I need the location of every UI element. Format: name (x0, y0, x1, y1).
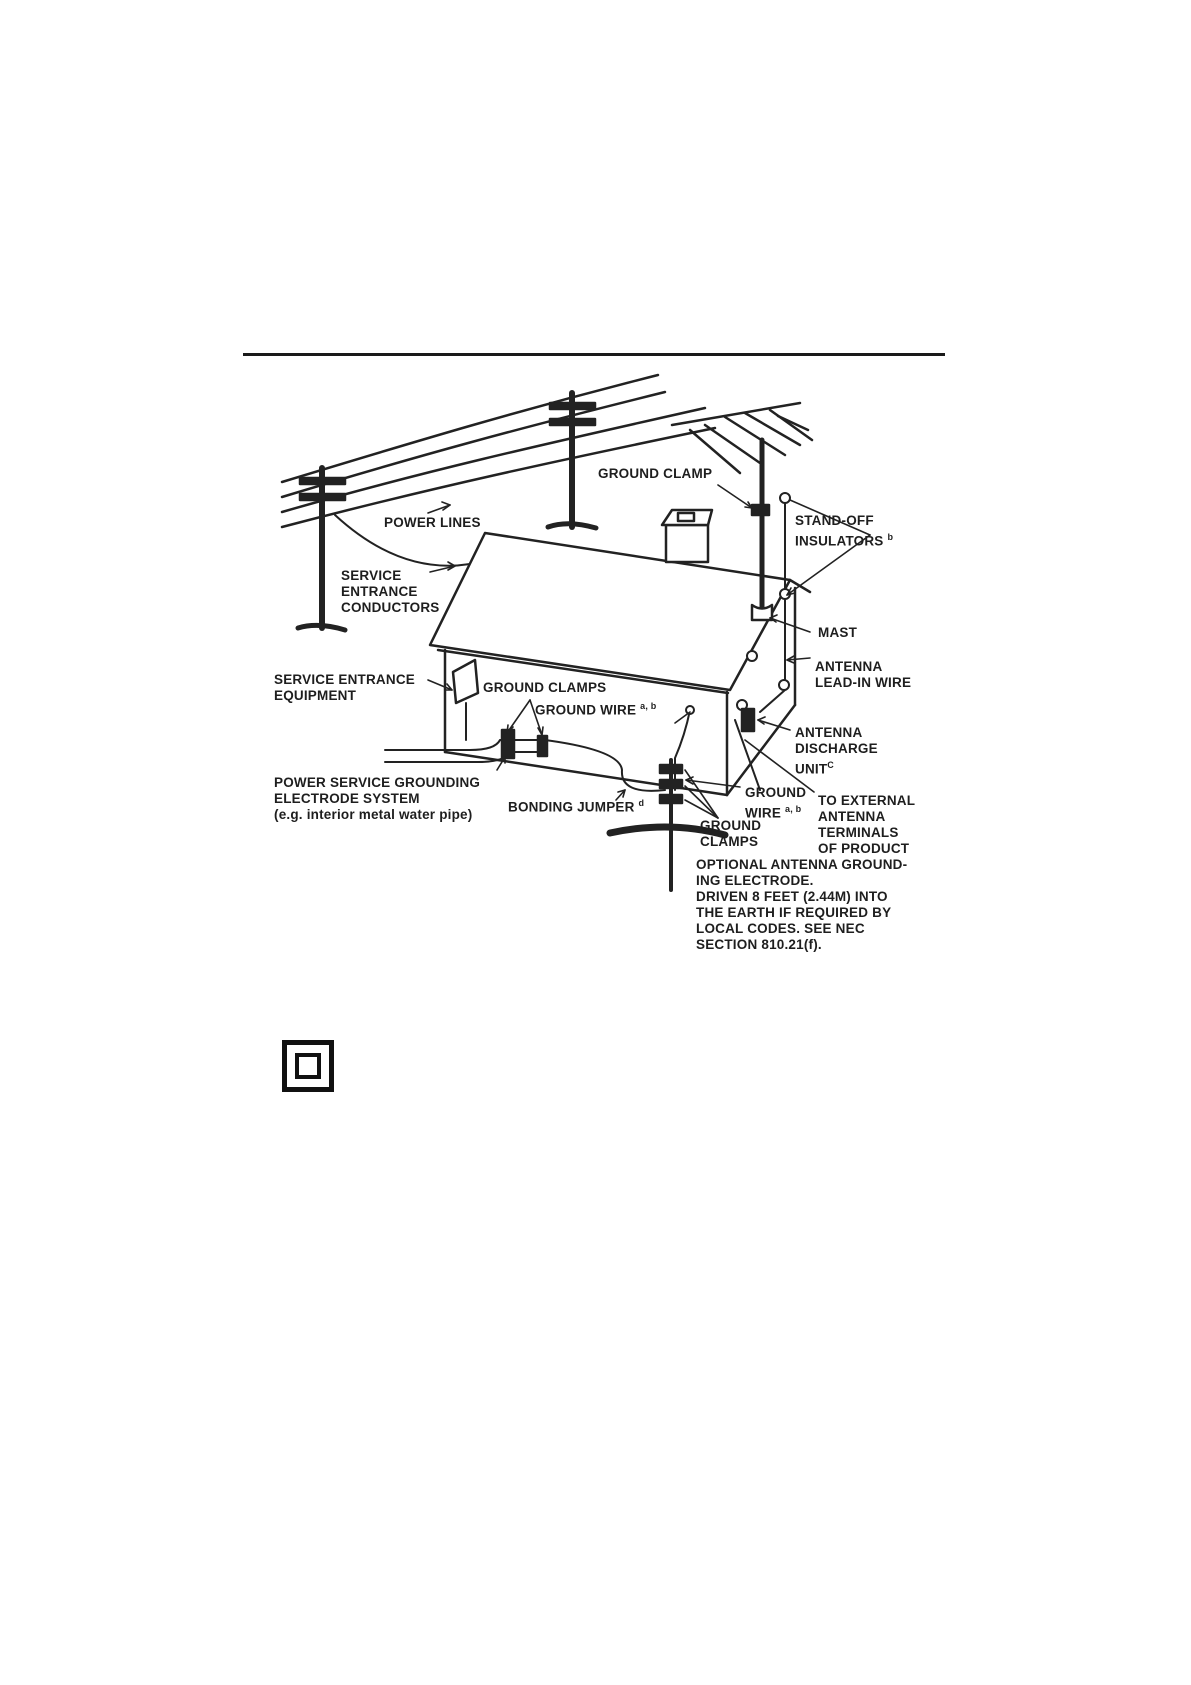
label-antenna-discharge-unit: ANTENNA DISCHARGE UNITC (795, 725, 878, 778)
utility-pole-right (545, 390, 599, 531)
label-ground-clamps-bottom: GROUND CLAMPS (700, 818, 762, 849)
label-power-lines: POWER LINES (384, 515, 481, 530)
water-pipe (384, 728, 549, 763)
label-to-external-antenna: TO EXTERNAL ANTENNA TERMINALS OF PRODUCT (818, 793, 916, 856)
double-square-icon (282, 1040, 334, 1092)
label-service-entrance-equipment: SERVICE ENTRANCE EQUIPMENT (274, 672, 415, 703)
label-ground-wire-top: GROUND WIRE a, b (535, 698, 656, 719)
label-bonding-jumper-sup: d (638, 798, 645, 808)
section-rule (243, 353, 945, 356)
utility-pole-left (295, 465, 348, 633)
label-bonding-jumper: BONDING JUMPER d (508, 795, 644, 816)
bonding-jumper-wire (544, 739, 666, 792)
discharge-unit (734, 707, 761, 791)
label-ground-clamps-top: GROUND CLAMPS (483, 680, 607, 695)
ground-wire-down (674, 709, 691, 791)
label-ground-clamp: GROUND CLAMP (598, 466, 713, 481)
label-stand-off-insulators-text: STAND-OFF INSULATORS (795, 513, 884, 549)
label-ground-wire-top-sup: a, b (640, 701, 657, 711)
grounding-electrode (606, 758, 729, 892)
power-lines-wires (280, 373, 717, 529)
label-service-entrance-conductors: SERVICE ENTRANCE CONDUCTORS (341, 568, 440, 615)
service-entrance-box (451, 658, 480, 741)
label-bonding-jumper-text: BONDING JUMPER (508, 799, 635, 815)
label-ground-wire-right-sup: a, b (785, 804, 802, 814)
label-mast: MAST (818, 625, 858, 640)
label-ground-wire-right-text: GROUND WIRE (745, 785, 807, 821)
label-ground-wire-top-text: GROUND WIRE (535, 702, 637, 718)
label-antenna-discharge-unit-text: ANTENNA DISCHARGE UNIT (795, 725, 878, 777)
label-optional-electrode: OPTIONAL ANTENNA GROUND- ING ELECTRODE. … (696, 857, 908, 952)
leader-lines (427, 484, 871, 819)
label-antenna-discharge-unit-sup: C (827, 760, 834, 770)
label-ground-wire-right: GROUND WIRE a, b (745, 785, 806, 822)
label-antenna-lead-in-wire: ANTENNA LEAD-IN WIRE (815, 659, 912, 690)
label-stand-off-insulators-sup: b (887, 532, 894, 542)
label-power-service-grounding: POWER SERVICE GROUNDING ELECTRODE SYSTEM… (274, 775, 481, 822)
label-stand-off-insulators: STAND-OFF INSULATORS b (795, 513, 893, 550)
house (428, 531, 812, 797)
lead-in-wire (736, 492, 791, 713)
chimney (660, 508, 714, 564)
